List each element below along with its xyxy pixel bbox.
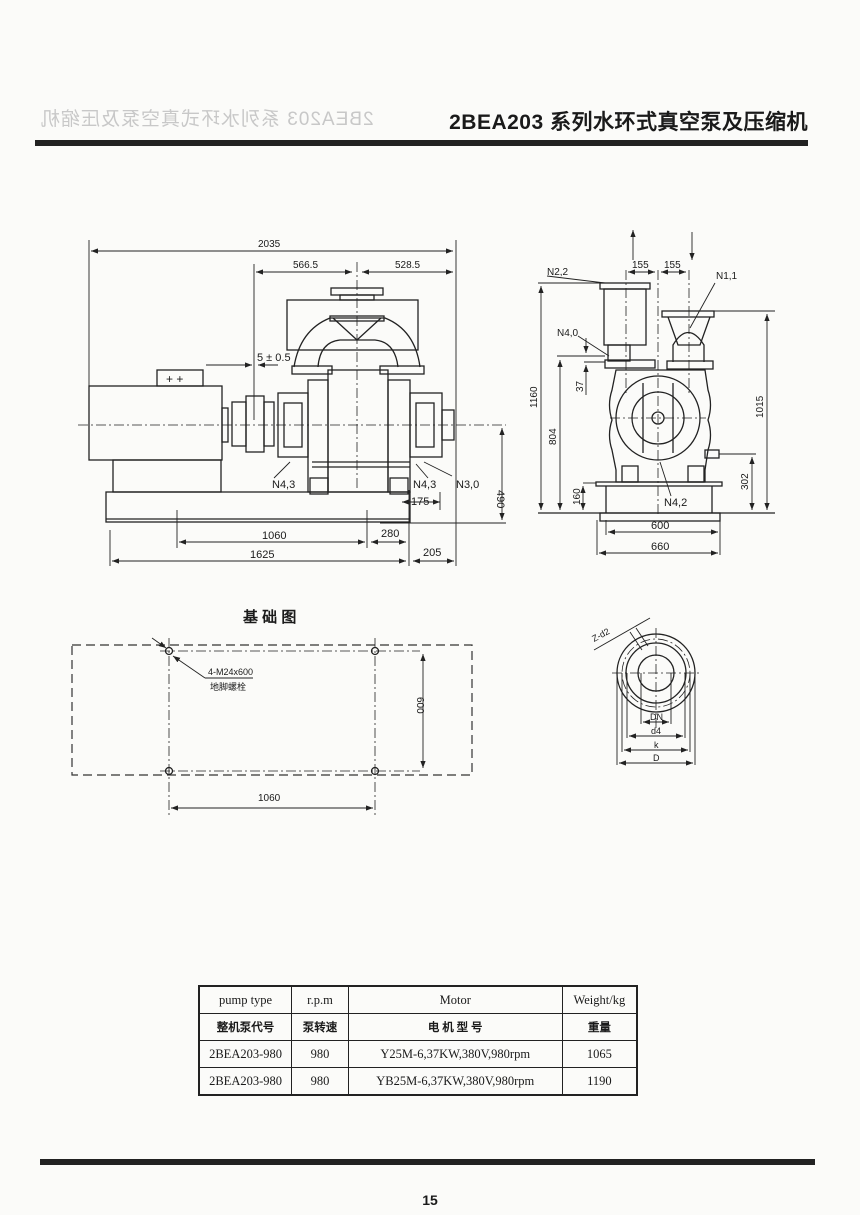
dim-base-length: 1625 [250,549,274,561]
cell-rpm: 980 [291,1067,349,1096]
port-n43-right: N4,3 [413,479,436,491]
port-n40: N4,0 [557,328,579,339]
cell-motor: Y25M-6,37KW,380V,980rpm [347,1040,563,1068]
end-view-drawing: 155 155 N2,2 N1,1 N4,0 N4,2 1160 804 37 … [529,230,775,556]
flange-drawing: Z-d2 DN d4 k D [590,617,700,766]
dim-n40-height: 804 [548,428,559,445]
dim-bolt-spacing: 1060 [262,530,286,542]
dim-base-width: 660 [651,541,669,553]
dim-connection-height: 302 [740,473,751,490]
table-row: 2BEA203-980 980 YB25M-6,37KW,380V,980rpm… [198,1067,638,1096]
flange-z-d2: Z-d2 [590,626,611,644]
header-rule [35,140,808,146]
dim-n40-offset: 37 [575,380,586,392]
port-n22: N2,2 [547,267,569,278]
cell-rpm: 980 [291,1040,349,1068]
header-weight: Weight/kg [561,985,638,1014]
header-motor-cn: 电 机 型 号 [347,1013,563,1041]
bolt-label: 地脚螺栓 [210,681,246,692]
cell-weight: 1190 [561,1067,638,1096]
dim-drain-offset: 175 [411,496,429,508]
flange-d4: d4 [651,726,661,736]
foundation-drawing: 基 础 图 4-M24x600 地脚螺栓 600 1060 [71,608,473,815]
page-title: 2BEA203 系列水环式真空泵及压缩机 [449,111,808,134]
pump-spec-table: pump type r.p.m Motor Weight/kg 整机泵代号 泵转… [198,985,638,1096]
header-rpm-cn: 泵转速 [291,1013,349,1041]
header-pump-type-cn: 整机泵代号 [198,1013,293,1041]
cell-motor: YB25M-6,37KW,380V,980rpm [347,1067,563,1096]
flange-k: k [654,740,659,750]
dim-center-to-right: 528.5 [395,260,420,271]
dim-overall-length: 2035 [258,239,281,250]
flange-dn: DN [650,712,663,722]
footer-rule [40,1159,815,1165]
side-view-drawing: 5 ± 0.5 + + 2035 566.5 528.5 N4,3 N4,3 N… [78,239,506,566]
table-row: 2BEA203-980 980 Y25M-6,37KW,380V,980rpm … [198,1040,638,1068]
header-rpm: r.p.m [291,985,349,1014]
port-n43-left: N4,3 [272,479,295,491]
header-motor: Motor [347,985,563,1014]
dim-outlet-height: 1160 [529,386,540,408]
bolt-spec: 4-M24x600 [208,667,253,677]
dim-coupling-gap: 5 ± 0.5 [257,352,291,364]
cell-weight: 1065 [561,1040,638,1068]
dim-bolt-width: 600 [651,520,669,532]
terminal-box-marks: + + [166,372,183,386]
cell-pump-type: 2BEA203-980 [198,1067,293,1096]
header-pump-type: pump type [198,985,293,1014]
dim-foundation-length: 1060 [258,793,281,804]
dim-inlet-offset: 155 [664,260,681,271]
dim-bolt-to-end: 280 [381,528,399,540]
dim-left-to-center: 566.5 [293,260,318,271]
port-n30: N3,0 [456,479,479,491]
flange-d: D [653,753,660,763]
page-number: 15 [422,1192,438,1208]
table-header-row-cn: 整机泵代号 泵转速 电 机 型 号 重量 [198,1013,638,1041]
header-weight-cn: 重量 [561,1013,638,1041]
dim-shaft-height: 490 [494,490,506,508]
dim-overhang: 205 [423,547,441,559]
cell-pump-type: 2BEA203-980 [198,1040,293,1068]
dim-inlet-height: 1015 [755,395,766,418]
dim-outlet-offset: 155 [632,260,649,271]
port-n11: N1,1 [716,271,738,282]
foundation-title: 基 础 图 [242,608,296,626]
table-header-row-en: pump type r.p.m Motor Weight/kg [198,985,638,1014]
dim-base-height: 160 [572,488,583,505]
dim-foundation-width: 600 [414,697,425,714]
port-n42: N4,2 [664,497,687,509]
